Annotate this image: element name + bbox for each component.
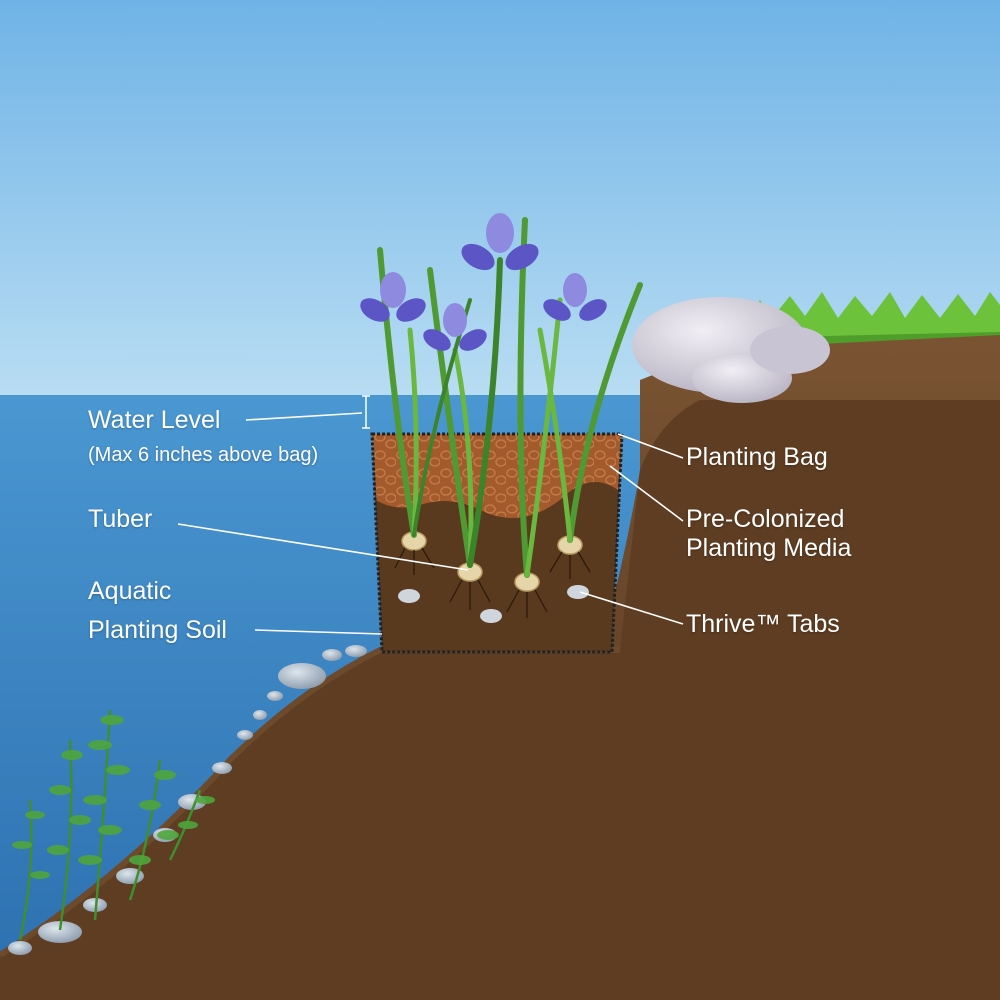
thrive-tab [398, 589, 420, 603]
water-level-bracket [362, 395, 370, 429]
leader-planting-bag [617, 433, 684, 459]
iris-leaves [377, 217, 643, 578]
leader-water-level [245, 412, 363, 421]
planting-bag-label: Planting Bag [686, 443, 828, 471]
iris-flower [423, 303, 487, 351]
leader-tuber [177, 523, 469, 571]
media-label-line1: Pre-Colonized [686, 505, 845, 533]
aquatic-soil-label-line2: Planting Soil [88, 616, 227, 644]
iris-flower [543, 273, 607, 321]
planting-bag [370, 432, 624, 654]
thrive-tabs-label: Thrive™ Tabs [686, 610, 840, 638]
pond-floor-earth [0, 400, 1000, 1000]
leader-aquatic-soil [254, 629, 383, 635]
iris-flower [360, 272, 426, 322]
leader-media [609, 465, 684, 522]
submerged-leaves [12, 715, 215, 879]
aquatic-soil-label-line1: Aquatic [88, 577, 172, 605]
tuber-label: Tuber [88, 505, 153, 533]
iris-flower [461, 213, 539, 271]
water-level-note: (Max 6 inches above bag) [88, 444, 319, 466]
media-label-line2: Planting Media [686, 534, 852, 562]
water-level-label: Water Level [88, 406, 221, 434]
thrive-tab [567, 585, 589, 599]
leader-lines [177, 412, 684, 635]
thrive-tab [480, 609, 502, 623]
leader-thrive-tabs [579, 591, 684, 625]
